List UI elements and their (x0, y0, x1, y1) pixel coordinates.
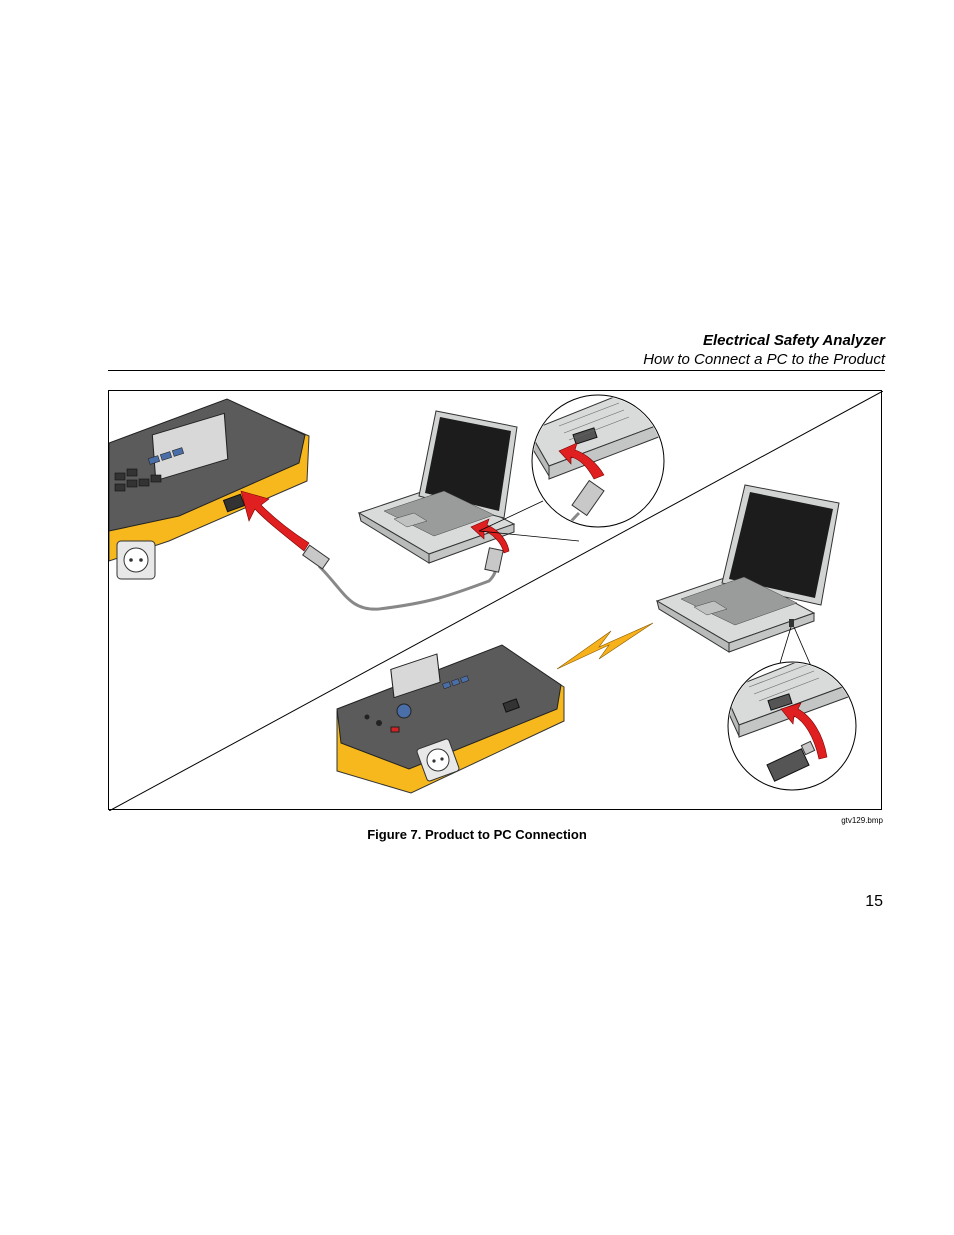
figure-frame (108, 390, 883, 811)
laptop-bottom-illustration (655, 484, 840, 653)
header-subtitle: How to Connect a PC to the Product (643, 351, 885, 368)
laptop-top-zoom-callout (478, 394, 665, 542)
wireless-lightning-icon (556, 622, 654, 670)
laptop-bottom-zoom-callout (727, 626, 857, 791)
connection-illustration (109, 391, 883, 811)
analyzer-usb-port (222, 493, 246, 513)
analyzer-bottom-display (390, 653, 441, 699)
analyzer-top-illustration (109, 398, 310, 580)
header-rule (108, 370, 885, 371)
wireless-usb-dongle (766, 748, 810, 782)
figure-file-name: gtv129.bmp (841, 816, 883, 825)
figure-divider-line (109, 391, 883, 811)
laptop-top-illustration (357, 410, 518, 564)
laptop-bottom-screen (729, 492, 833, 598)
arrow-to-analyzer-icon (240, 490, 310, 552)
analyzer-bottom-illustration (336, 644, 565, 794)
page-number: 15 (865, 893, 883, 910)
header-title: Electrical Safety Analyzer (702, 332, 885, 349)
arrow-to-laptop-top-icon (470, 518, 510, 554)
usb-cable-illustration (302, 544, 504, 611)
figure-caption: Figure 7. Product to PC Connection (367, 827, 587, 842)
laptop-top-screen (425, 417, 511, 511)
